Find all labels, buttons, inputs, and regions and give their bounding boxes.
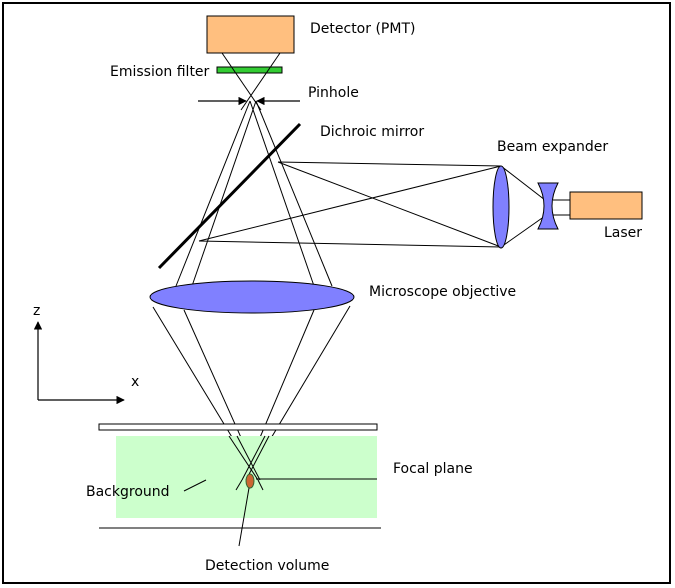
- microscope-objective-label: Microscope objective: [369, 284, 516, 300]
- laser-beam-rays: [198, 161, 546, 248]
- emission-filter: [216, 66, 283, 74]
- x-axis-label: x: [131, 374, 139, 390]
- beam-expander-concave-lens: [537, 182, 559, 230]
- microscope-objective: [149, 280, 355, 314]
- detection-rays-upper: [175, 100, 333, 287]
- dichroic-mirror-label: Dichroic mirror: [320, 124, 424, 140]
- pinhole-label: Pinhole: [308, 85, 359, 101]
- beam-expander-lens: [492, 165, 510, 249]
- detection-volume-label: Detection volume: [205, 558, 329, 574]
- background-pointer: [183, 479, 207, 492]
- background-label: Background: [86, 484, 170, 500]
- laser-box: [569, 191, 643, 220]
- detector-box: [206, 15, 295, 54]
- detector-label: Detector (PMT): [310, 21, 415, 37]
- cover-slip: [98, 423, 378, 431]
- detection-volume-pointer: [238, 487, 250, 547]
- z-axis-label: z: [33, 303, 40, 319]
- focus-rays-in-sample: [228, 435, 270, 491]
- beam-expander-label: Beam expander: [497, 139, 608, 155]
- detector-cone: [221, 52, 281, 111]
- focal-plane-label: Focal plane: [393, 461, 473, 477]
- emission-filter-label: Emission filter: [110, 64, 210, 80]
- dichroic-mirror: [157, 122, 302, 270]
- laser-label: Laser: [604, 225, 642, 241]
- detection-volume: [245, 473, 255, 489]
